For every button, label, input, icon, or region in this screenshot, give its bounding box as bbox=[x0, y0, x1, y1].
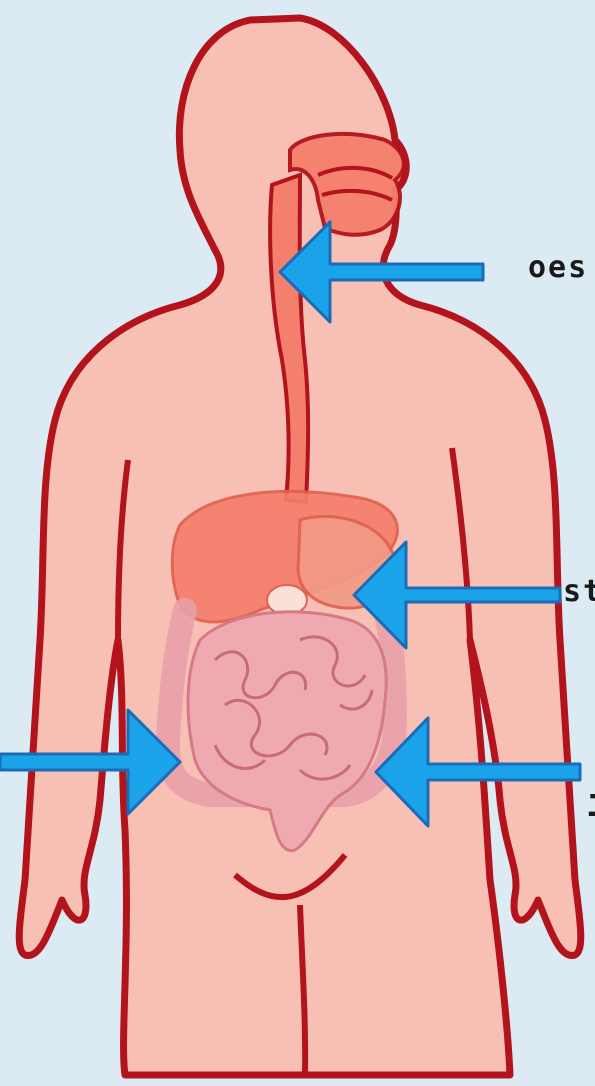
label-stomach: st bbox=[563, 574, 595, 609]
label-oesophagus: oes bbox=[528, 250, 588, 285]
label-small-intestine: i bbox=[586, 780, 595, 826]
